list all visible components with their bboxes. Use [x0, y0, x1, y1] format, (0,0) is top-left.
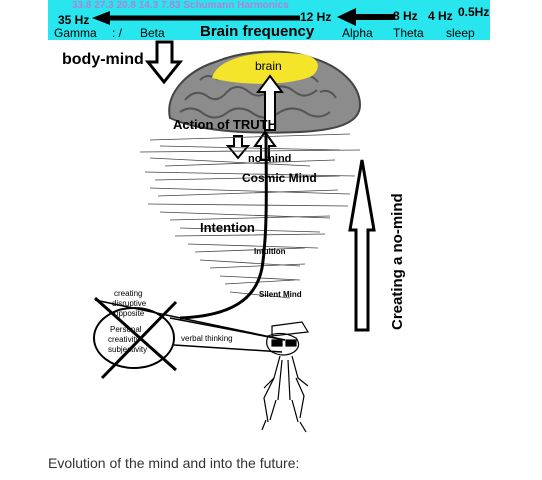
- figure-caption: Evolution of the mind and into the futur…: [48, 455, 300, 471]
- band-theta: Theta: [393, 26, 424, 40]
- creativity-label: creativity: [108, 335, 140, 344]
- band-gamma: Gamma: [54, 26, 97, 40]
- schumann-harmonics-label: 33.8 27.3 20.8 14.3 7.83 Schumann Harmon…: [72, 0, 289, 11]
- freq-arrow2-head: [337, 8, 356, 26]
- creating-no-mind-arrow: [348, 159, 376, 332]
- band-sleep: sleep: [446, 26, 475, 40]
- brain-frequency-title: Brain frequency: [200, 23, 315, 40]
- silent-mind-label: Silent Mind: [259, 290, 302, 299]
- figure-drawing: [261, 321, 309, 433]
- freq-12hz: 12 Hz: [300, 10, 331, 24]
- brain-up-arrow: [256, 74, 284, 131]
- subjectivity-label: subjectivity: [108, 345, 147, 354]
- brain-label: brain: [255, 59, 282, 73]
- freq-8hz: 8 Hz: [393, 9, 418, 23]
- verbal-thinking-label: verbal thinking: [181, 334, 233, 343]
- creating-label: creating: [114, 289, 142, 298]
- band-beta: Beta: [140, 26, 165, 40]
- cosmic-mind-label: Cosmic Mind: [242, 171, 317, 185]
- freq-35hz: 35 Hz: [58, 13, 89, 27]
- body-mind-label: body-mind: [62, 51, 144, 68]
- personal-label: Personal: [110, 325, 142, 334]
- band-separator: : /: [112, 26, 123, 40]
- freq-4hz: 4 Hz: [428, 9, 453, 23]
- brain-highlight: [212, 52, 318, 84]
- action-of-truth-label: Action of TRUTH: [173, 117, 277, 132]
- opposite-label: opposite: [114, 309, 145, 318]
- intuition-label: Intuition: [254, 247, 286, 256]
- creating-no-mind-label: Creating a no-mind: [389, 193, 406, 330]
- evolution-curve: [179, 131, 268, 320]
- disruptive-label: disruptive: [112, 299, 147, 308]
- body-mind-down-arrow: [144, 40, 184, 85]
- freq-05hz: 0.5Hz: [458, 5, 489, 19]
- band-alpha: Alpha: [342, 26, 373, 40]
- crossed-out-circle: [93, 296, 286, 380]
- down-arrow-small: [225, 135, 251, 160]
- freq-arrow-head-left: [92, 11, 110, 25]
- intention-label: Intention: [200, 220, 255, 235]
